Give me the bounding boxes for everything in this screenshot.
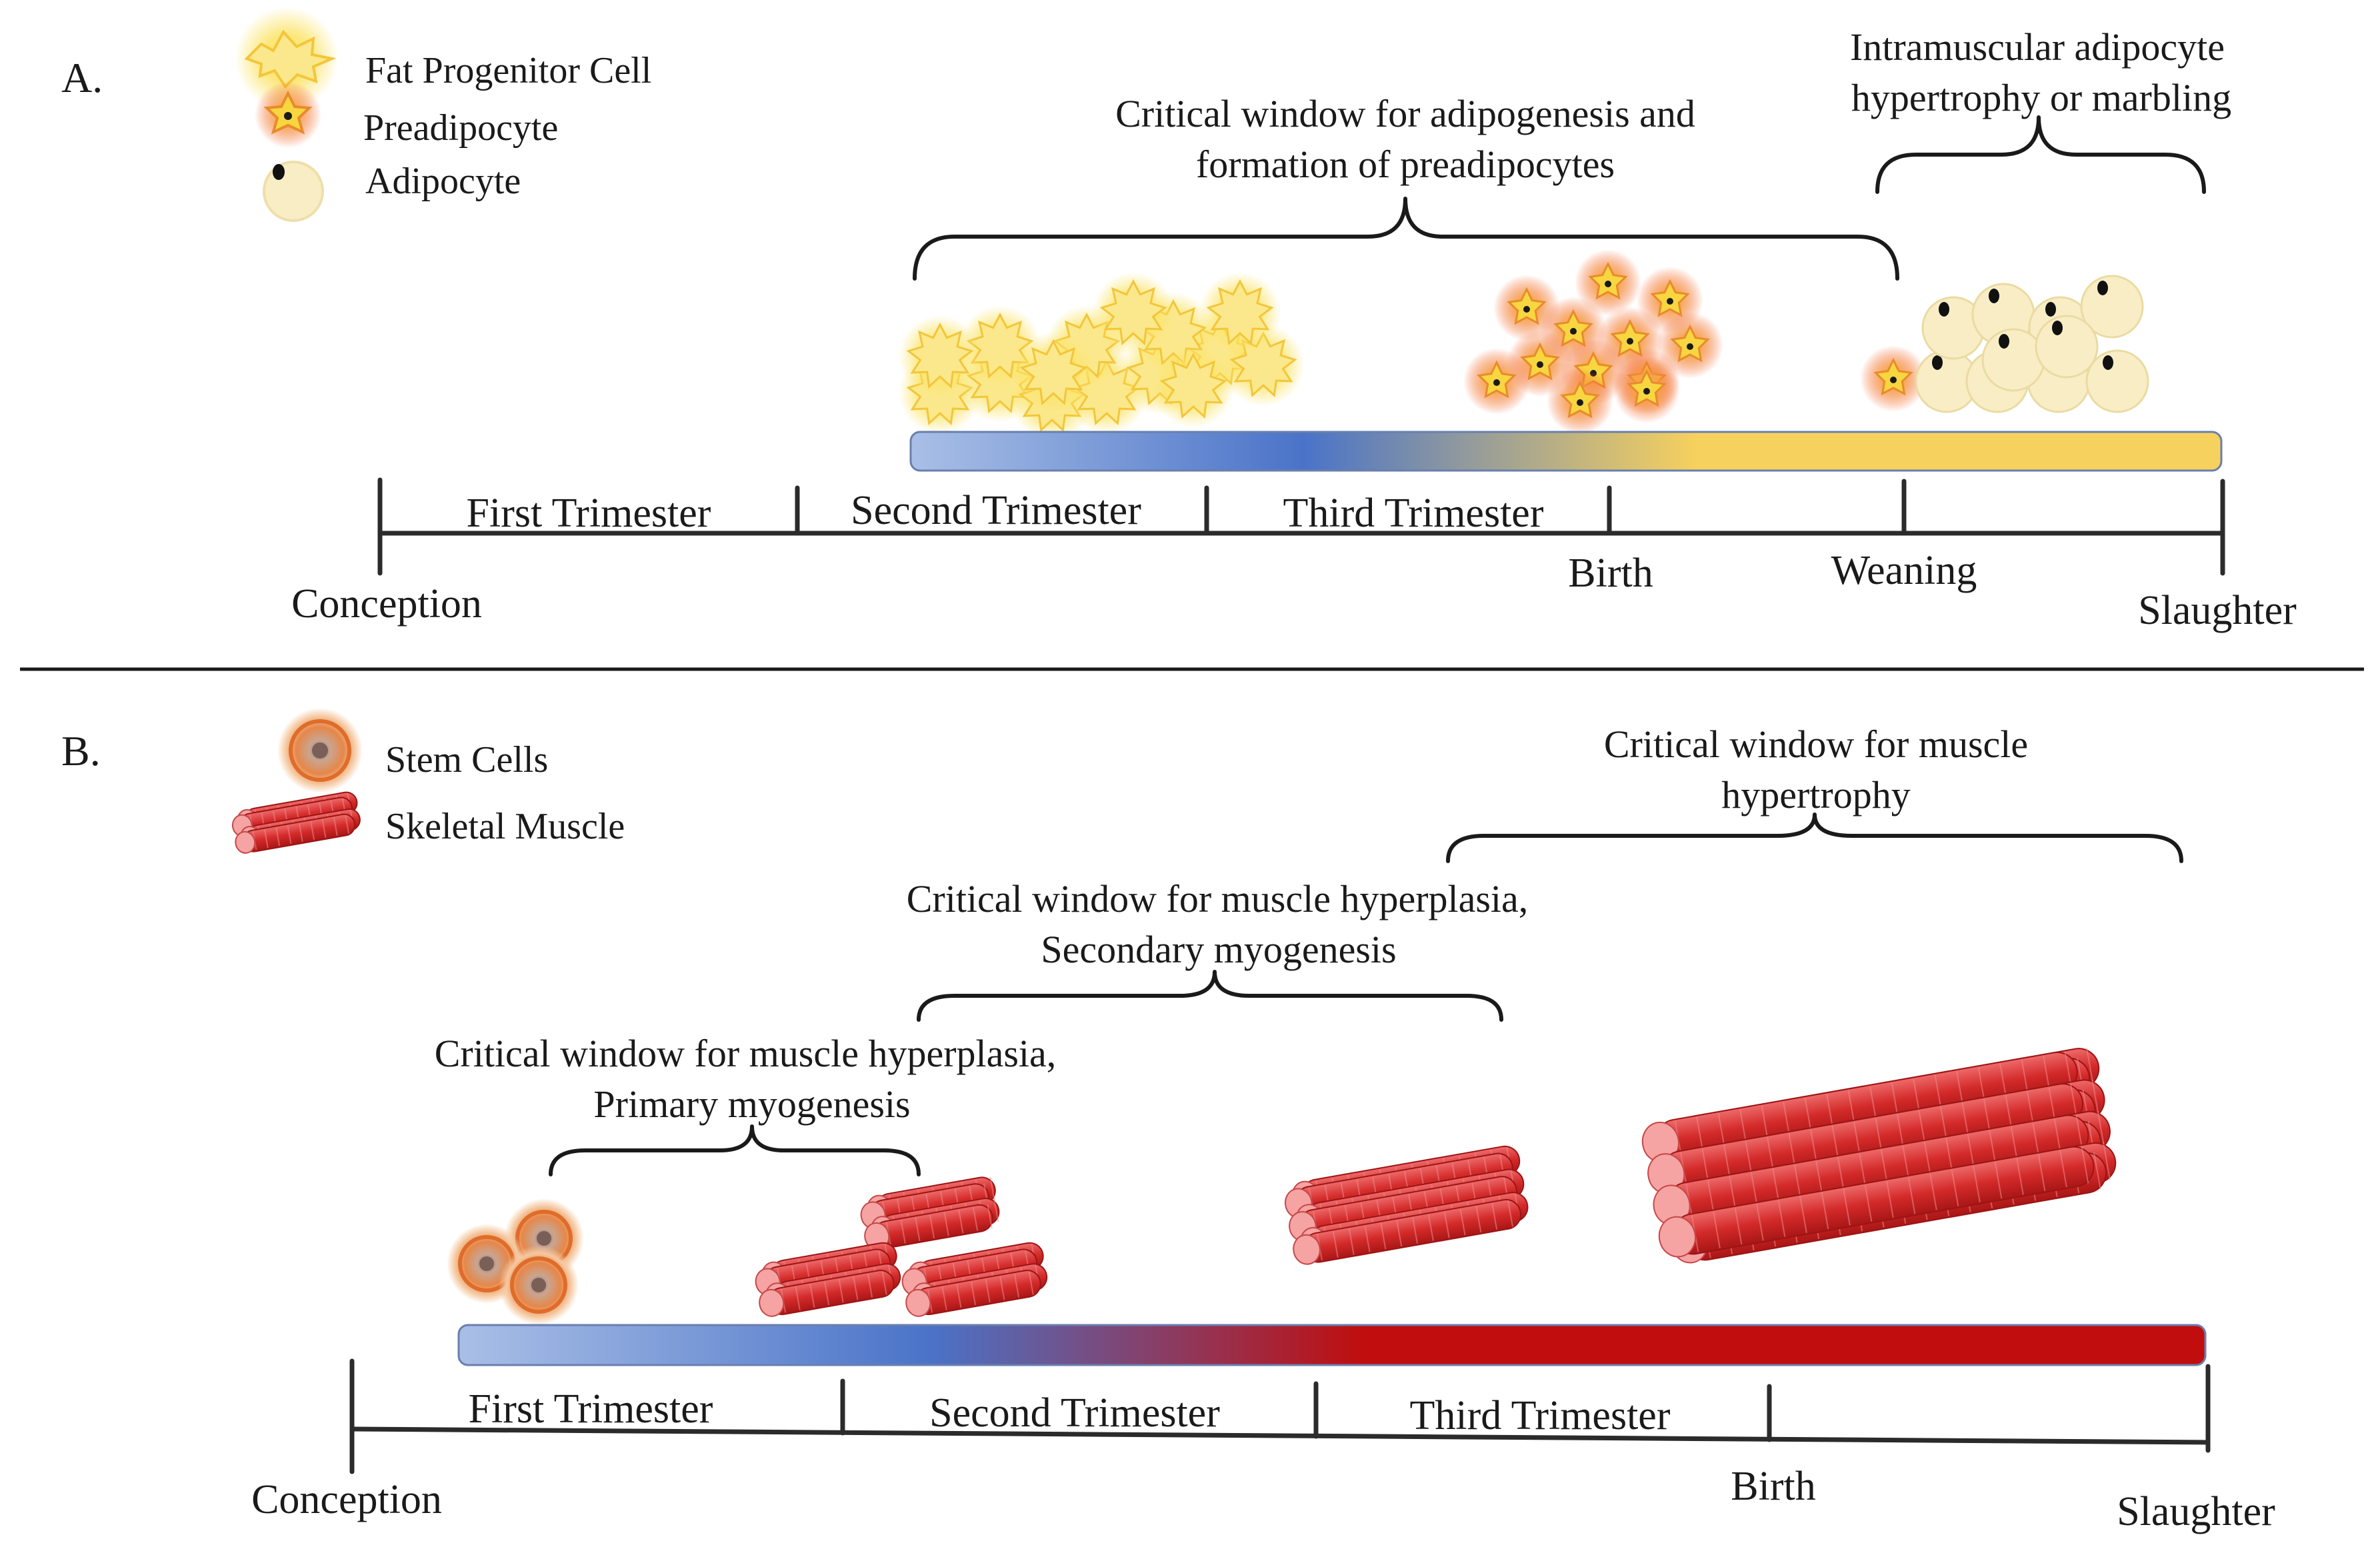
stem-cell-icon: [277, 708, 363, 793]
adipogenesis-window-line1: Critical window for adipogenesis and: [1115, 92, 1695, 135]
development-bar-a: [909, 431, 2223, 472]
development-bar-b: [457, 1324, 2207, 1366]
b-second-trimester: Second Trimester: [929, 1390, 1220, 1436]
adipogenesis-window-line2: formation of preadipocytes: [1196, 143, 1615, 186]
legend-stem-cells: Stem Cells: [385, 739, 548, 780]
fat-progenitor-cluster: [899, 272, 1305, 441]
b-first-trimester: First Trimester: [469, 1386, 713, 1432]
b-birth: Birth: [1731, 1464, 1815, 1509]
secondary-brace: [917, 970, 1503, 1022]
a-first-trimester: First Trimester: [467, 491, 711, 536]
primary-window-line1: Critical window for muscle hyperplasia,: [435, 1032, 1057, 1075]
b-third-trimester: Third Trimester: [1410, 1393, 1671, 1438]
muscle-bundle-small-2: [755, 1242, 901, 1317]
timeline-b: [349, 1358, 2211, 1474]
marbling-brace: [1875, 115, 2206, 194]
panel-a-label: A.: [61, 54, 103, 101]
hypertrophy-window-line2: hypertrophy: [1721, 773, 1911, 816]
skeletal-muscle-icon: [231, 791, 361, 854]
marbling-window-line2: hypertrophy or marbling: [1851, 76, 2231, 119]
muscle-bundle-small-3: [901, 1242, 1048, 1317]
legend-preadipocyte: Preadipocyte: [363, 107, 558, 149]
muscle-bundle-large: [1641, 1048, 2117, 1264]
secondary-window-line1: Critical window for muscle hyperplasia,: [907, 877, 1529, 920]
secondary-window-line2: Secondary myogenesis: [1041, 928, 1396, 971]
hypertrophy-window-line1: Critical window for muscle: [1604, 723, 2028, 766]
muscle-bundle-small-1: [860, 1176, 1000, 1250]
preadipocyte-cluster: [1463, 249, 1927, 435]
adipogenesis-brace: [913, 197, 1899, 281]
a-third-trimester: Third Trimester: [1283, 491, 1544, 536]
a-slaughter: Slaughter: [2138, 588, 2297, 633]
fat-progenitor-icon: [235, 7, 339, 111]
panel-b-label: B.: [61, 727, 101, 775]
primary-window-line2: Primary myogenesis: [593, 1082, 910, 1126]
a-weaning: Weaning: [1831, 548, 1977, 593]
legend-skeletal-muscle: Skeletal Muscle: [385, 806, 625, 847]
adipocyte-icon: [263, 161, 324, 222]
timeline-a: [377, 477, 2225, 576]
legend-adipocyte: Adipocyte: [365, 161, 521, 202]
b-slaughter: Slaughter: [2117, 1489, 2275, 1534]
preadipocyte-icon: [255, 81, 321, 148]
marbling-window-line1: Intramuscular adipocyte: [1850, 25, 2225, 69]
b-conception: Conception: [251, 1477, 442, 1522]
legend-fat-progenitor: Fat Progenitor Cell: [365, 50, 651, 91]
primary-brace: [549, 1124, 921, 1176]
muscle-bundle-medium: [1284, 1145, 1529, 1265]
adipocyte-cluster: [1915, 275, 2149, 413]
hypertrophy-brace: [1446, 812, 2183, 863]
a-birth: Birth: [1568, 551, 1653, 596]
a-second-trimester: Second Trimester: [851, 488, 1141, 533]
stem-cell-cluster: [447, 1198, 584, 1325]
a-conception: Conception: [291, 581, 482, 627]
